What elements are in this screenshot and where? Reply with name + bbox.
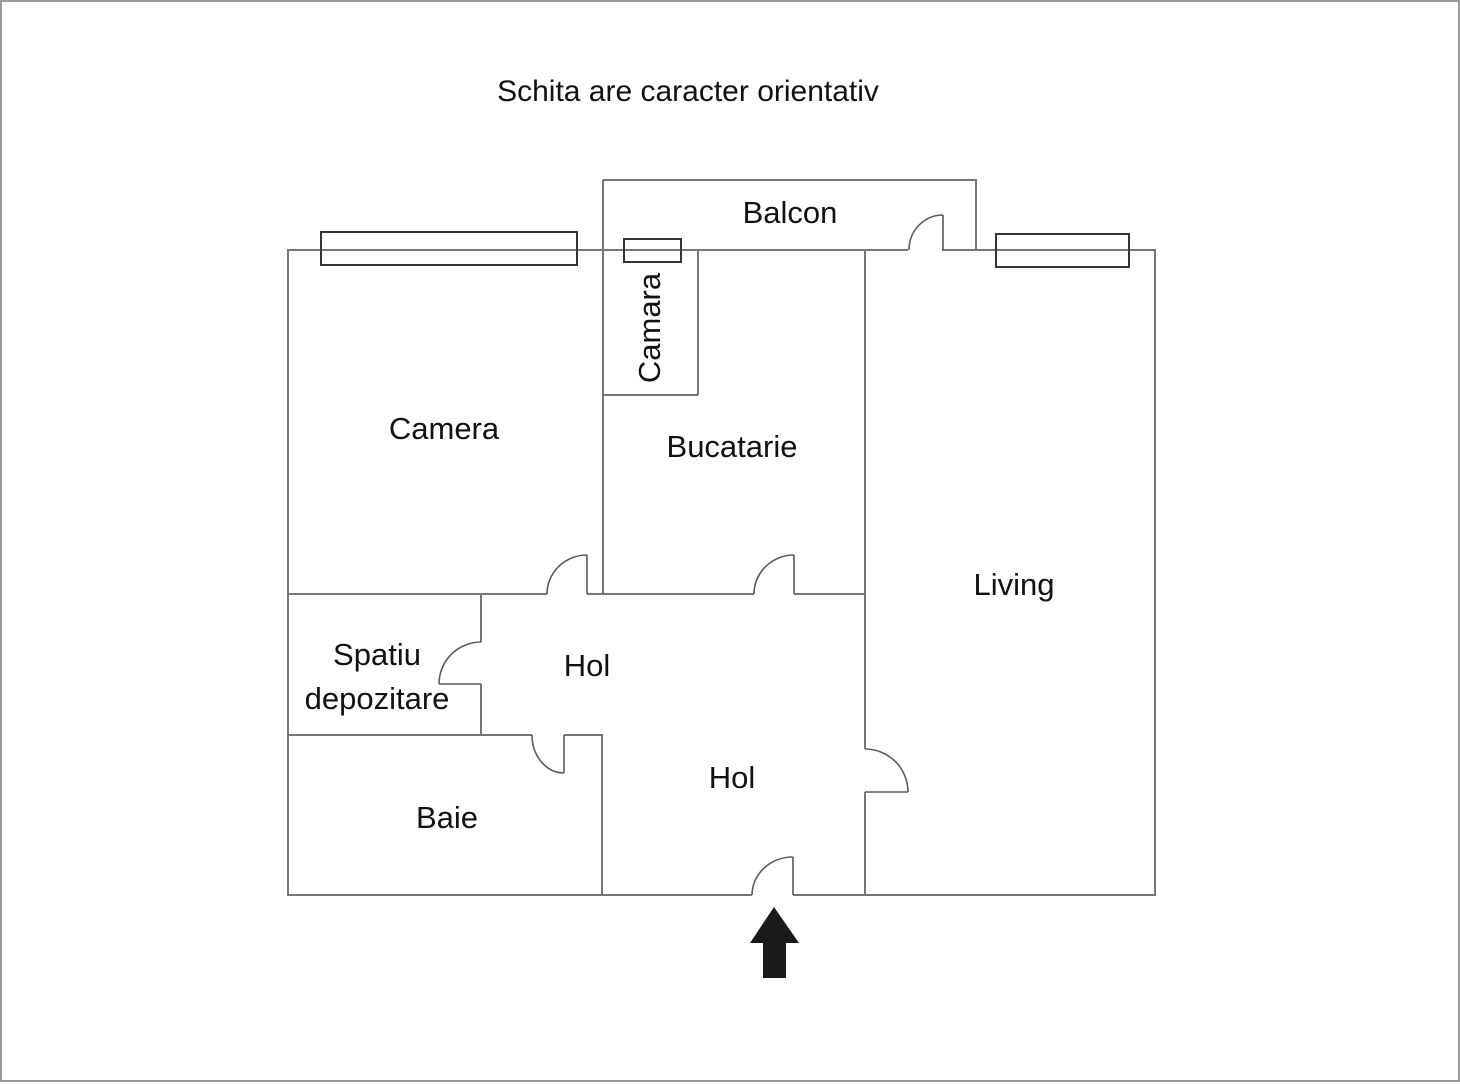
door-spatiu-depozitare [438, 641, 482, 685]
door-bucatarie [753, 554, 795, 595]
door-entrance [751, 856, 794, 896]
page-title: Schita are caracter orientativ [497, 74, 879, 108]
room-label-spatiu-line2: depozitare [304, 681, 450, 716]
entrance-arrow-icon [750, 907, 799, 978]
windows [320, 231, 1130, 268]
window-living [995, 233, 1130, 268]
window-camera [320, 231, 578, 266]
door-balcony [908, 214, 944, 251]
room-label-living: Living [973, 567, 1055, 603]
room-label-bucatarie: Bucatarie [666, 429, 798, 465]
wall-balcony [603, 179, 977, 250]
room-label-hol-upper: Hol [563, 648, 611, 684]
room-label-hol-lower: Hol [708, 760, 756, 796]
doors [438, 214, 944, 896]
room-label-camera: Camera [388, 411, 500, 447]
door-living [864, 748, 909, 793]
room-label-spatiu-depozitare: Spatiu depozitare [305, 633, 450, 721]
wall-camara [603, 250, 699, 396]
wall-lines [287, 179, 1156, 896]
room-label-baie: Baie [415, 800, 479, 836]
window-camara [623, 238, 682, 263]
door-baie [531, 734, 565, 774]
room-label-balcon: Balcon [742, 195, 838, 231]
room-label-camara: Camara [632, 272, 668, 384]
room-label-spatiu-line1: Spatiu [333, 637, 421, 672]
door-camera [546, 554, 588, 595]
